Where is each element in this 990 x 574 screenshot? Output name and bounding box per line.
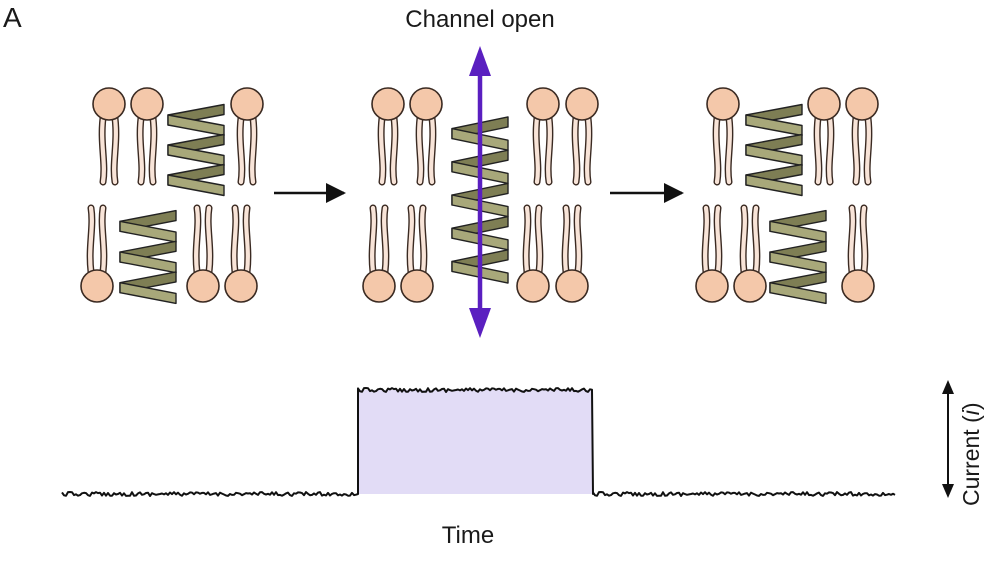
membrane-closed-right bbox=[695, 87, 879, 305]
lipid bbox=[130, 87, 164, 186]
lipid bbox=[224, 204, 258, 303]
current-axis-label: Current (i) bbox=[958, 402, 985, 506]
lipid bbox=[695, 204, 729, 303]
current-label-close: ) bbox=[958, 402, 984, 411]
lipid bbox=[186, 204, 220, 303]
lipid bbox=[362, 204, 396, 303]
membrane-channel-open bbox=[362, 46, 599, 338]
lipid bbox=[807, 87, 841, 186]
lipid bbox=[841, 204, 875, 303]
current-trace-line bbox=[61, 387, 896, 497]
lipid bbox=[526, 87, 560, 186]
lipid bbox=[400, 204, 434, 303]
current-axis-arrow bbox=[942, 380, 954, 498]
current-trace bbox=[61, 387, 896, 497]
lipid bbox=[565, 87, 599, 186]
lipid bbox=[555, 204, 589, 303]
current-label-text: Current ( bbox=[958, 415, 984, 506]
lipid bbox=[733, 204, 767, 303]
gramicidin-helix bbox=[769, 209, 827, 305]
lipid bbox=[516, 204, 550, 303]
lipid bbox=[706, 87, 740, 186]
channel-open-title: Channel open bbox=[405, 6, 555, 33]
ion-arrow-head-up bbox=[469, 46, 491, 76]
gramicidin-helix bbox=[119, 209, 177, 305]
membrane-closed-left bbox=[80, 87, 264, 305]
lipid bbox=[230, 87, 264, 186]
open-state-fill bbox=[358, 390, 593, 494]
lipid bbox=[845, 87, 879, 186]
panel-letter: A bbox=[3, 2, 22, 33]
lipid bbox=[409, 87, 443, 186]
gramicidin-helix bbox=[745, 103, 803, 197]
lipid bbox=[80, 204, 114, 303]
current-label-symbol: i bbox=[958, 410, 984, 416]
gramicidin-helix bbox=[167, 103, 225, 197]
ion-arrow-head-down bbox=[469, 308, 491, 338]
lipid bbox=[371, 87, 405, 186]
lipid bbox=[92, 87, 126, 186]
time-axis-label: Time bbox=[441, 522, 495, 549]
